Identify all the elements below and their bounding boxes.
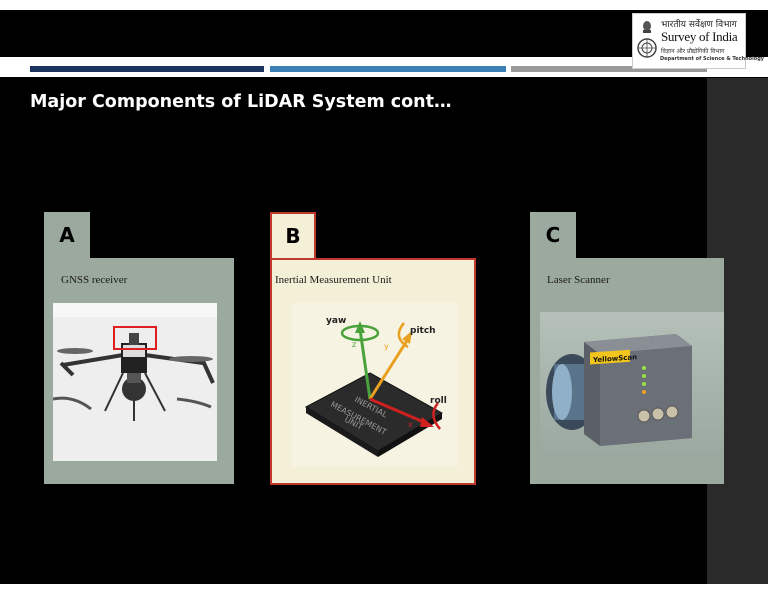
header-band-grey xyxy=(511,66,707,72)
header-band-light-blue xyxy=(270,66,506,72)
imu-chip-diagram-icon: INERTIAL MEASUREMENT UNIT yaw pitch roll… xyxy=(292,303,458,467)
slide-title: Major Components of LiDAR System cont… xyxy=(30,92,452,112)
card-label: GNSS receiver xyxy=(61,274,128,286)
yaw-label: yaw xyxy=(326,316,346,326)
logo-subtitle: Department of Science & Technology xyxy=(660,56,765,62)
logo-subtitle-hindi: विज्ञान और प्रौद्योगिकी विभाग xyxy=(661,48,725,55)
scanner-brand-label: YellowScan xyxy=(592,353,637,364)
survey-of-india-logo: भारतीय सर्वेक्षण विभाग Survey of India व… xyxy=(632,13,764,69)
card-imu: B Inertial Measurement Unit INERTIAL MEA… xyxy=(270,212,476,485)
laser-scanner-device-icon: YellowScan xyxy=(540,312,724,458)
card-gnss-receiver: A GNSS receiver xyxy=(44,212,234,484)
card-label: Laser Scanner xyxy=(547,274,610,286)
card-laser-scanner: C Laser Scanner YellowScan xyxy=(530,212,724,484)
card-letter-tab: C xyxy=(530,212,576,258)
logo-hindi-text: भारतीय सर्वेक्षण विभाग xyxy=(661,20,737,30)
drone-with-gnss-receiver-icon xyxy=(53,303,217,461)
logo-title: Survey of India xyxy=(661,29,738,44)
pitch-label: pitch xyxy=(410,326,436,336)
y-axis-label: y xyxy=(384,342,389,351)
card-letter-tab: B xyxy=(270,212,316,258)
z-axis-label: z xyxy=(352,340,356,349)
card-letter-tab: A xyxy=(44,212,90,258)
ashoka-emblem-icon xyxy=(637,21,657,58)
roll-label: roll xyxy=(430,396,447,406)
x-axis-label: x xyxy=(408,420,413,429)
card-label: Inertial Measurement Unit xyxy=(275,274,392,286)
header-band-dark-blue xyxy=(30,66,264,72)
